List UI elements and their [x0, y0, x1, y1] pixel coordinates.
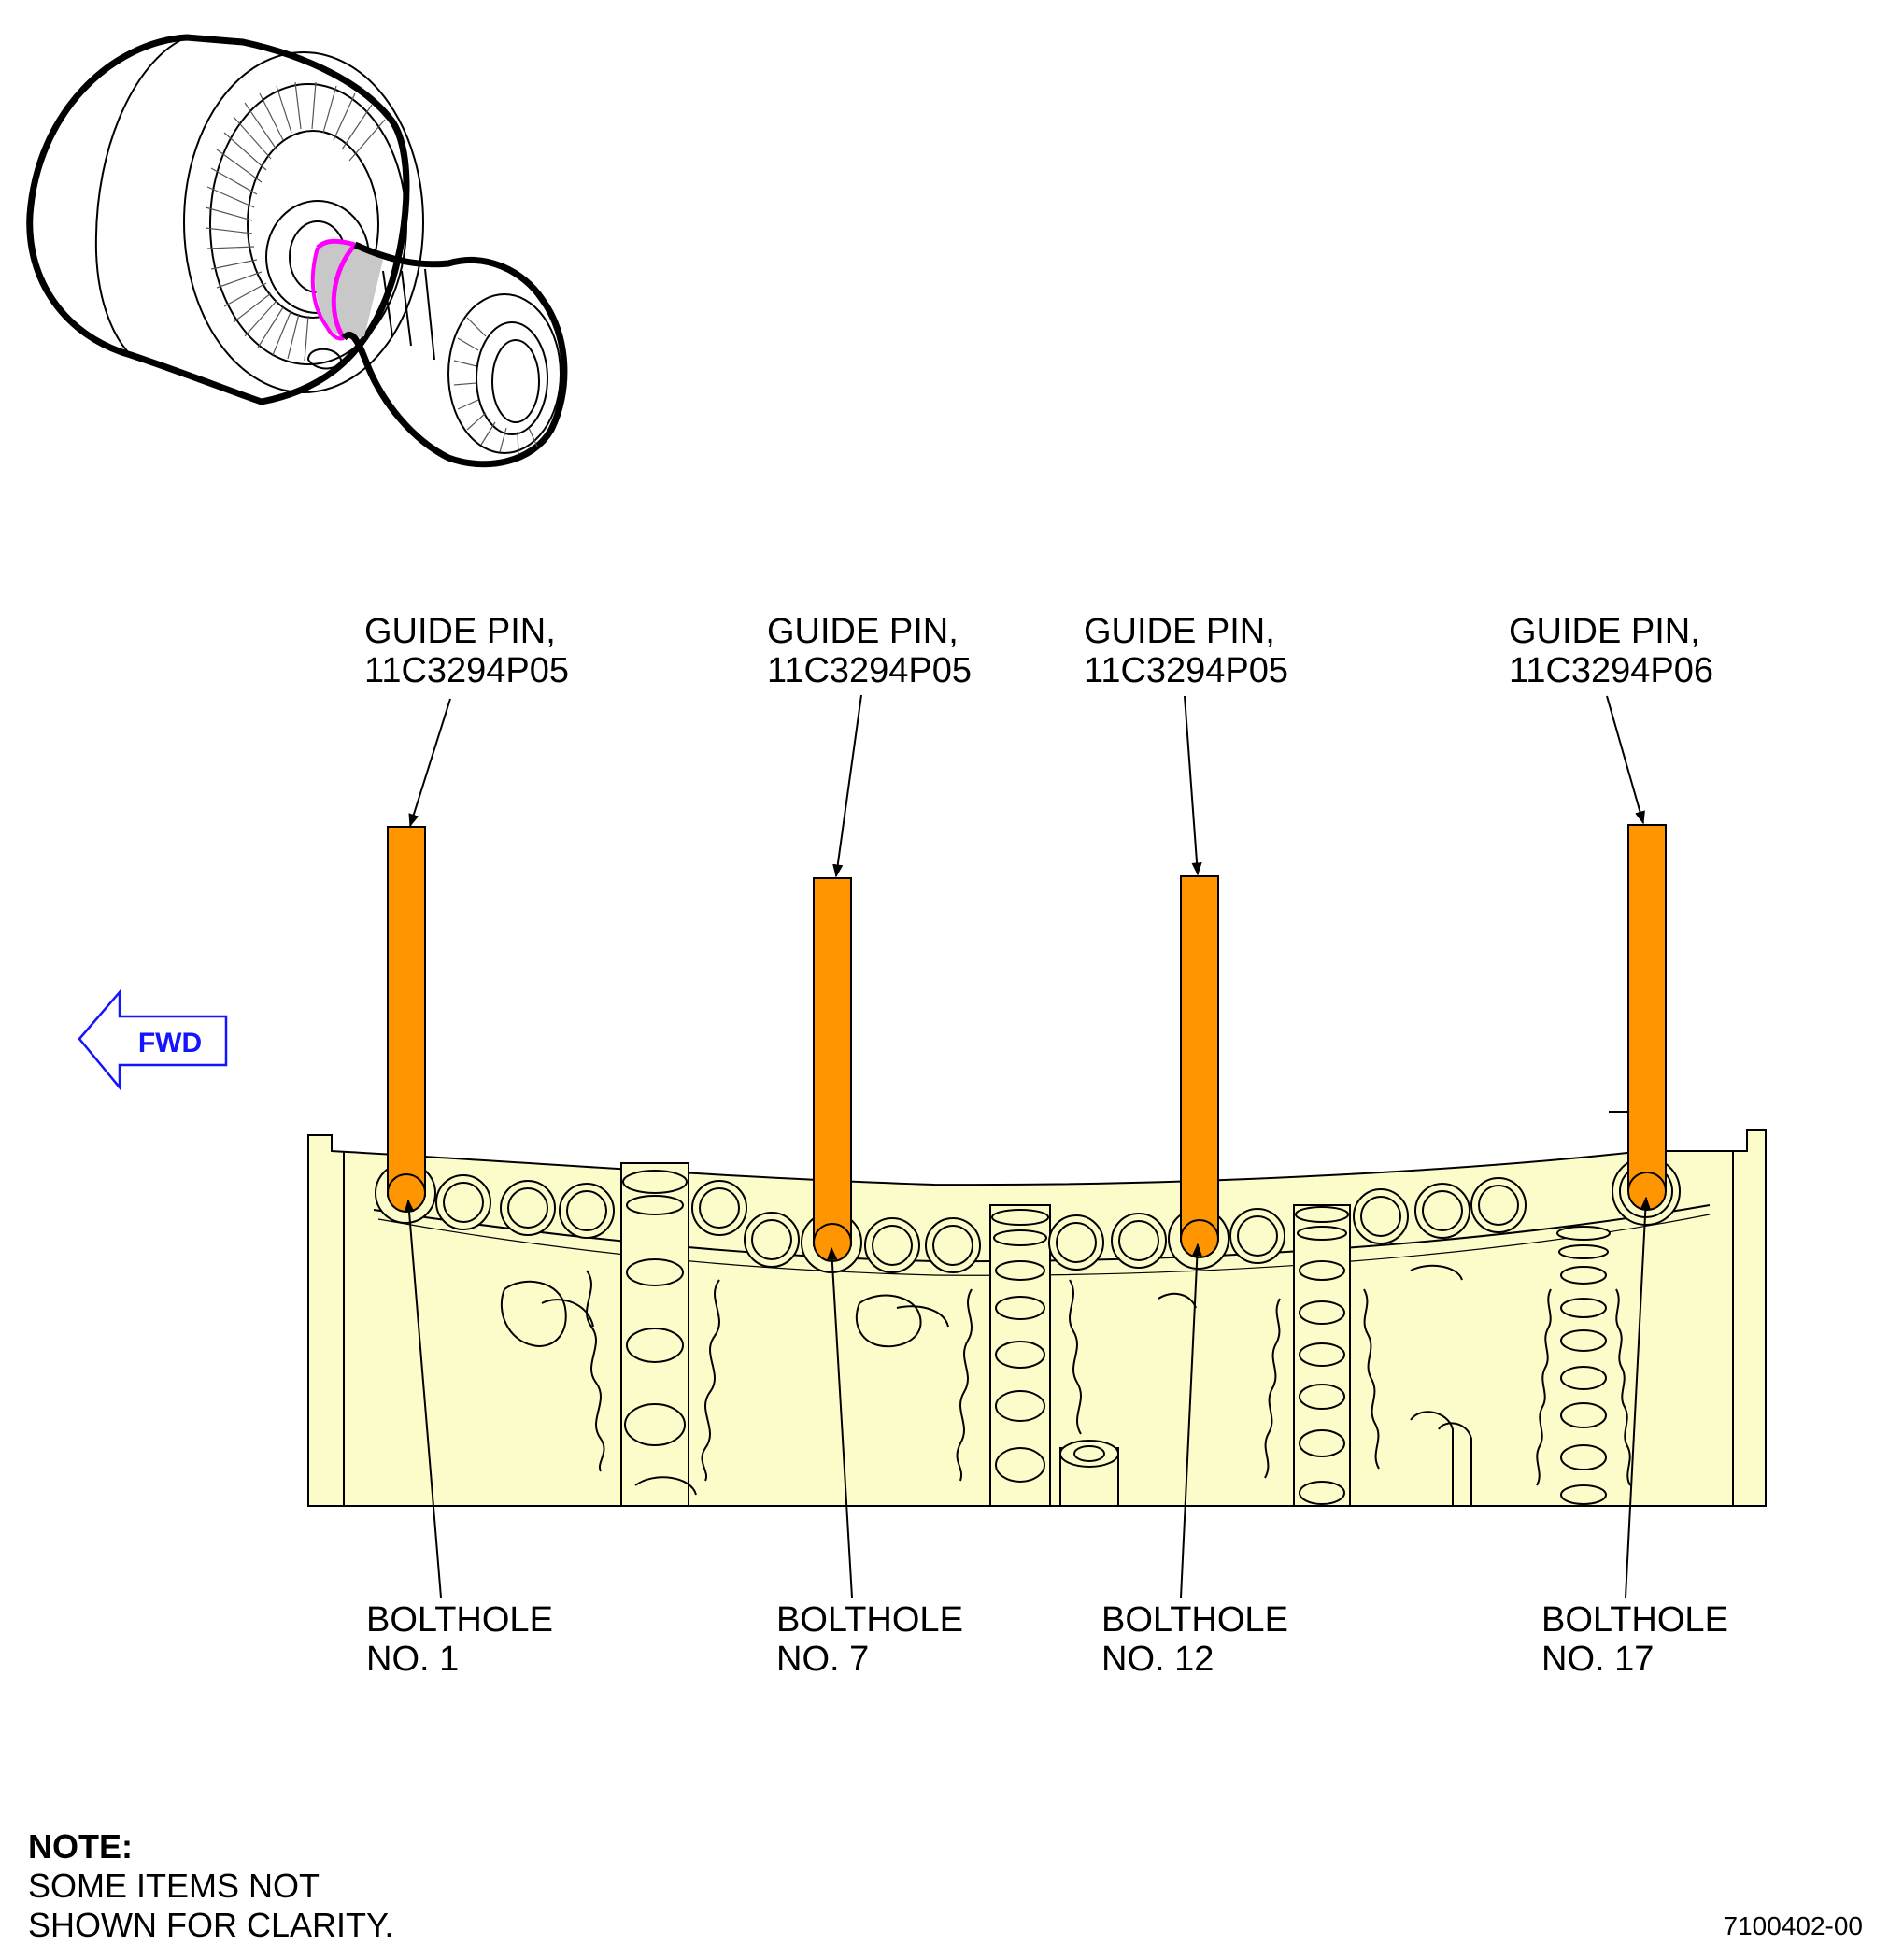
- guide-pin-part: 11C3294P05: [767, 651, 973, 690]
- guide-pin-4: [1627, 824, 1667, 1192]
- guide-pin-callout-1: GUIDE PIN, 11C3294P05: [364, 612, 569, 690]
- note-text-line-2: SHOWN FOR CLARITY.: [28, 1906, 394, 1944]
- bolthole-label: BOLTHOLE: [776, 1600, 963, 1640]
- bolthole-label: BOLTHOLE: [1101, 1600, 1288, 1640]
- bolthole-callout-2: BOLTHOLE NO. 7: [776, 1600, 963, 1679]
- note-block: NOTE: SOME ITEMS NOT SHOWN FOR CLARITY.: [28, 1827, 393, 1945]
- figure-number: 7100402-00: [1723, 1911, 1863, 1940]
- bolthole-number: NO. 7: [776, 1640, 870, 1679]
- guide-pin-callout-2: GUIDE PIN, 11C3294P05: [767, 612, 972, 690]
- guide-pin-callout-4: GUIDE PIN, 11C3294P06: [1509, 612, 1713, 690]
- fwd-arrow: FWD: [78, 988, 228, 1091]
- bolthole-number: NO. 1: [366, 1640, 460, 1679]
- guide-pins: [387, 824, 1667, 1262]
- guide-pin-part: 11C3294P05: [364, 651, 570, 690]
- guide-pin-part: 11C3294P06: [1509, 651, 1714, 690]
- guide-pin-callout-3: GUIDE PIN, 11C3294P05: [1084, 612, 1288, 690]
- guide-pin-name: GUIDE PIN,: [1084, 612, 1275, 651]
- bolthole-callout-4: BOLTHOLE NO. 17: [1541, 1600, 1728, 1679]
- flange-assembly: [307, 824, 1767, 1507]
- guide-pin-1: [387, 826, 426, 1197]
- guide-pin-name: GUIDE PIN,: [364, 612, 556, 651]
- fwd-label: FWD: [138, 1028, 202, 1058]
- guide-pin-3: [1180, 875, 1219, 1242]
- guide-pin-name: GUIDE PIN,: [767, 612, 959, 651]
- note-heading: NOTE:: [28, 1827, 133, 1866]
- guide-pin-2: [813, 877, 852, 1246]
- engine-locator-view: [26, 34, 568, 468]
- bolthole-callout-3: BOLTHOLE NO. 12: [1101, 1600, 1288, 1679]
- bolthole-number: NO. 17: [1541, 1640, 1655, 1679]
- note-text-line-1: SOME ITEMS NOT: [28, 1867, 320, 1905]
- bolthole-number: NO. 12: [1101, 1640, 1214, 1679]
- leader-lines: [404, 694, 1651, 1598]
- guide-pin-part: 11C3294P05: [1084, 651, 1289, 690]
- bolthole-label: BOLTHOLE: [1541, 1600, 1728, 1640]
- bolthole-callout-1: BOLTHOLE NO. 1: [366, 1600, 553, 1679]
- bolthole-label: BOLTHOLE: [366, 1600, 553, 1640]
- guide-pin-name: GUIDE PIN,: [1509, 612, 1700, 651]
